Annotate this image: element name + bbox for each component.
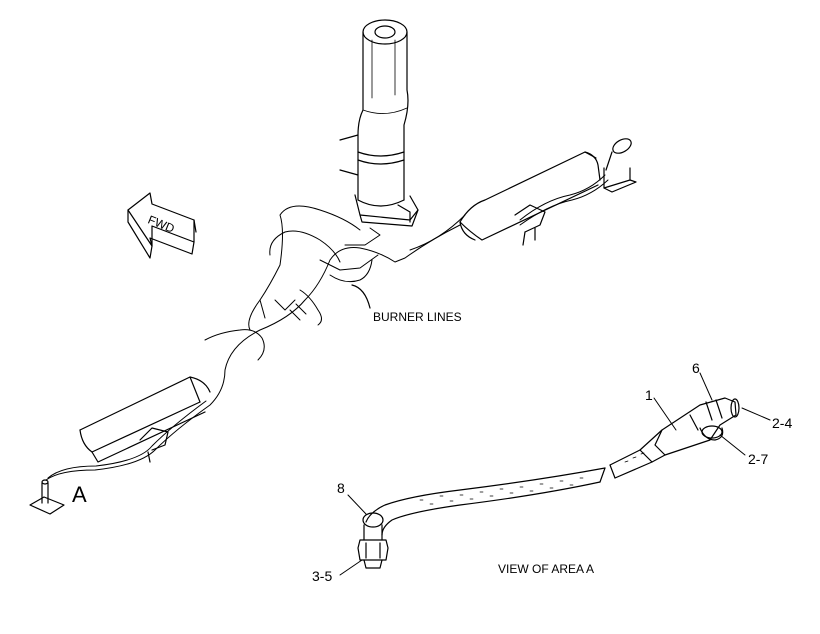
callout-6: 6	[692, 360, 700, 376]
burner-lines-leader	[351, 284, 371, 309]
forward-arrow-icon	[127, 192, 197, 259]
area-a-marker: A	[72, 482, 87, 507]
frame-rail-left	[29, 376, 211, 515]
burner-lines-label: BURNER LINES	[373, 310, 462, 324]
callout-leaders	[339, 372, 771, 576]
area-a-detail	[357, 397, 740, 569]
fwd-arrow-label: FWD	[146, 213, 177, 236]
callout-2-7: 2-7	[748, 451, 769, 467]
callout-1: 1	[645, 387, 653, 403]
view-caption: VIEW OF AREA A	[498, 562, 595, 576]
callout-2-4: 2-4	[772, 415, 793, 431]
fuel-tank	[339, 19, 419, 227]
callout-8: 8	[337, 480, 345, 496]
frame-rail-right	[459, 138, 637, 246]
callout-3-5: 3-5	[312, 568, 333, 584]
burner-lines	[45, 174, 609, 481]
